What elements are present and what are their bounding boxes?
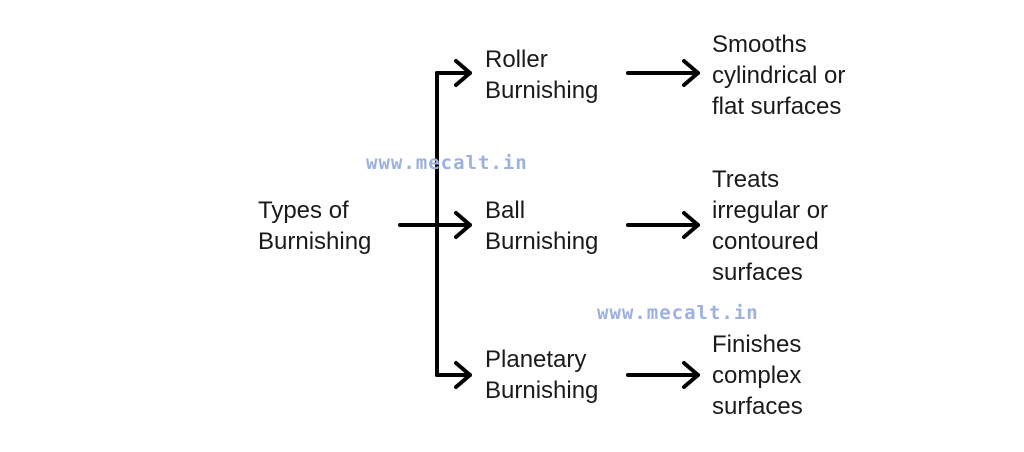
- watermark-text: www.mecalt.in: [597, 302, 759, 324]
- effect-line: cylindrical or: [712, 62, 846, 89]
- arrow-to-planetary-burnishing: [435, 361, 472, 389]
- arrow-ball-to-effect: [626, 211, 700, 239]
- arrow-planetary-to-effect: [626, 361, 700, 389]
- effect-line: irregular or: [712, 197, 829, 224]
- effect-line: complex: [712, 362, 802, 389]
- arrow-to-roller-burnishing: [435, 59, 472, 87]
- arrow-roller-to-effect: [626, 59, 700, 87]
- effect-line: flat surfaces: [712, 93, 842, 120]
- type-line: Burnishing: [485, 228, 599, 255]
- arrow-to-ball-burnishing: [435, 211, 472, 239]
- root-line: Types of: [258, 197, 349, 224]
- ball-effect-node: Treats irregular or contoured surfaces: [712, 164, 828, 288]
- root-line: Burnishing: [258, 228, 372, 255]
- type-line: Planetary: [485, 346, 587, 373]
- effect-line: Finishes: [712, 331, 802, 358]
- effect-line: surfaces: [712, 259, 803, 286]
- effect-line: contoured: [712, 228, 819, 255]
- type-line: Burnishing: [485, 77, 599, 104]
- roller-burnishing-node: Roller Burnishing: [485, 44, 598, 106]
- roller-effect-node: Smooths cylindrical or flat surfaces: [712, 29, 845, 122]
- type-line: Roller: [485, 46, 548, 73]
- planetary-burnishing-node: Planetary Burnishing: [485, 344, 598, 406]
- planetary-effect-node: Finishes complex surfaces: [712, 329, 803, 422]
- watermark-text: www.mecalt.in: [366, 152, 528, 174]
- effect-line: Smooths: [712, 31, 807, 58]
- ball-burnishing-node: Ball Burnishing: [485, 195, 598, 257]
- root-node: Types of Burnishing: [258, 195, 371, 257]
- effect-line: Treats: [712, 166, 780, 193]
- type-line: Ball: [485, 197, 526, 224]
- effect-line: surfaces: [712, 393, 803, 420]
- type-line: Burnishing: [485, 377, 599, 404]
